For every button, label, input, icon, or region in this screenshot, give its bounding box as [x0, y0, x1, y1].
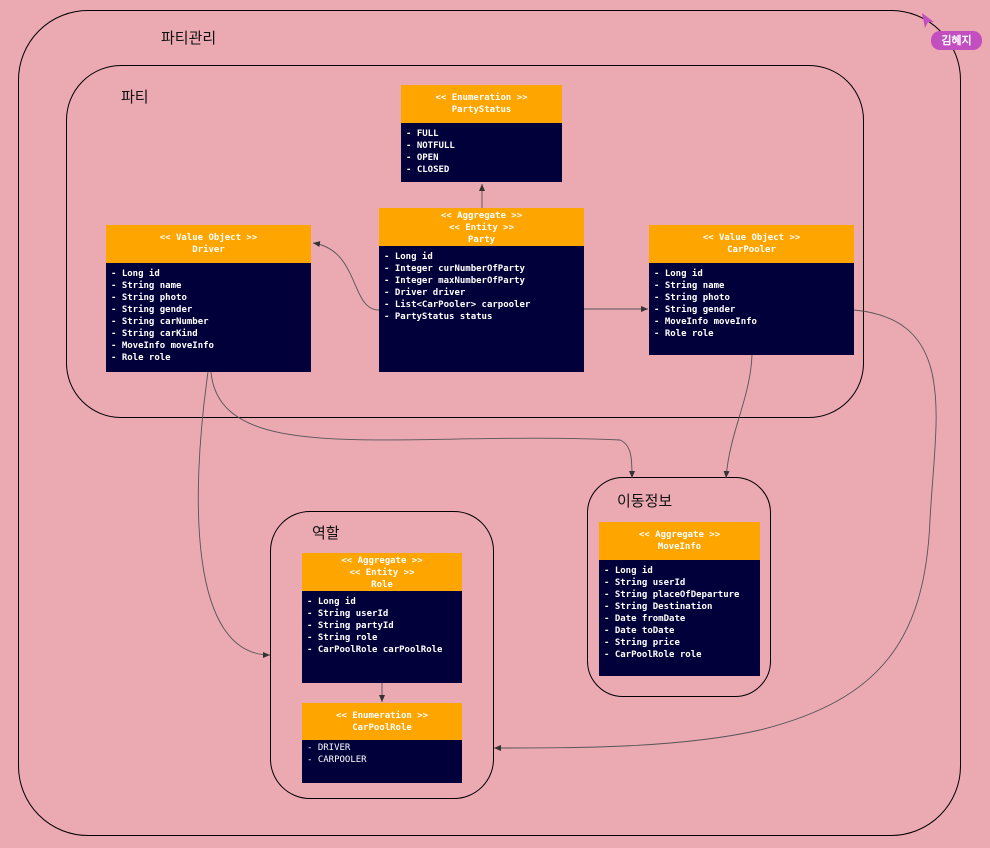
card-party-header: << Aggregate >> << Entity >> Party: [379, 208, 584, 246]
card-party[interactable]: << Aggregate >> << Entity >> Party - Lon…: [379, 208, 584, 372]
region-move-info-label: 이동정보: [617, 492, 673, 510]
card-driver-header: << Value Object >> Driver: [106, 225, 311, 263]
card-party-status-header: << Enumeration >> PartyStatus: [401, 85, 562, 123]
edge-carpooler-to-carpoolrole: [493, 309, 937, 751]
card-role-fields: - Long id - String userId - String party…: [302, 591, 462, 683]
edge-carpooler-to-moveinfo: [723, 354, 753, 479]
card-move-info[interactable]: << Aggregate >> MoveInfo - Long id - Str…: [599, 522, 760, 676]
edge-party-to-driver: [312, 241, 380, 311]
region-party-management-label: 파티관리: [161, 29, 217, 47]
card-party-status-fields: - FULL - NOTFULL - OPEN - CLOSED: [401, 123, 562, 182]
card-party-fields: - Long id - Integer curNumberOfParty - I…: [379, 246, 584, 372]
edge-driver-to-moveinfo: [210, 371, 635, 479]
region-party: [66, 65, 864, 418]
region-role-label: 역할: [312, 524, 340, 542]
card-carpool-role-fields: - DRIVER - CARPOOLER: [302, 740, 462, 783]
card-role-header: << Aggregate >> << Entity >> Role: [302, 553, 462, 591]
card-carpooler-header: << Value Object >> CarPooler: [649, 225, 854, 263]
collaborator-name-badge: 김혜지: [931, 31, 982, 50]
card-carpool-role-header: << Enumeration >> CarPoolRole: [302, 703, 462, 740]
card-move-info-header: << Aggregate >> MoveInfo: [599, 522, 760, 560]
card-role[interactable]: << Aggregate >> << Entity >> Role - Long…: [302, 553, 462, 683]
region-party-label: 파티: [121, 88, 149, 106]
card-driver[interactable]: << Value Object >> Driver - Long id - St…: [106, 225, 311, 372]
card-carpooler[interactable]: << Value Object >> CarPooler - Long id -…: [649, 225, 854, 355]
card-move-info-fields: - Long id - String userId - String place…: [599, 560, 760, 676]
card-carpooler-fields: - Long id - String name - String photo -…: [649, 263, 854, 355]
region-move-info: [587, 477, 771, 697]
collaborator-cursor-icon: [922, 13, 934, 28]
card-carpool-role[interactable]: << Enumeration >> CarPoolRole - DRIVER -…: [302, 703, 462, 783]
region-party-management: [18, 10, 961, 836]
card-driver-fields: - Long id - String name - String photo -…: [106, 263, 311, 372]
edge-driver-to-role: [197, 371, 271, 658]
region-role: [270, 511, 494, 799]
card-party-status[interactable]: << Enumeration >> PartyStatus - FULL - N…: [401, 85, 562, 182]
